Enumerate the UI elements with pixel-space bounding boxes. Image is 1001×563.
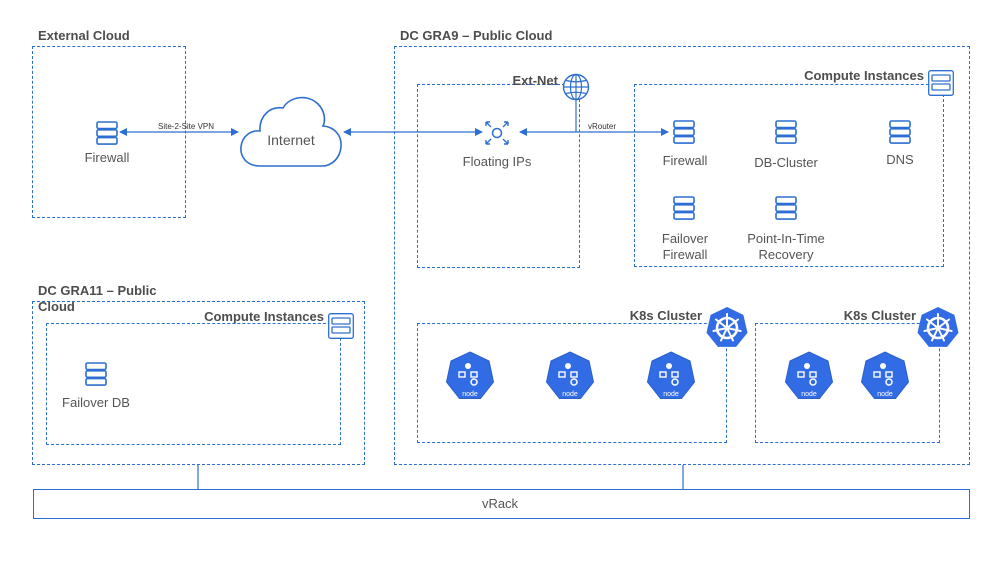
k8s-node-5: node xyxy=(860,350,910,408)
ext-net-group xyxy=(417,84,580,268)
dc-gra9-region xyxy=(394,46,970,465)
compute-instances-icon xyxy=(328,313,354,339)
pitr-label-line1: Point-In-Time xyxy=(747,231,825,246)
db-cluster-label: DB-Cluster xyxy=(754,155,818,170)
k8s-node-icon xyxy=(646,351,696,399)
vrack-label: vRack xyxy=(481,496,519,511)
compute-instances-gra9-group xyxy=(634,84,944,267)
dc-gra11-title-line1: DC GRA11 – Public xyxy=(38,283,157,298)
server-icon xyxy=(673,120,695,144)
failover-db-label: Failover DB xyxy=(62,395,130,410)
server-icon xyxy=(775,120,797,144)
external-firewall-label: Firewall xyxy=(84,150,130,165)
kubernetes-icon xyxy=(917,307,959,347)
failover-firewall-label-line2: Firewall xyxy=(662,247,708,262)
k8s-node-label: node xyxy=(663,391,679,398)
k8s-cluster-1-title: K8s Cluster xyxy=(629,308,702,323)
floating-ips-label: Floating IPs xyxy=(462,154,532,169)
k8s-cluster-2-title: K8s Cluster xyxy=(843,308,916,323)
k8s-node-4: node xyxy=(784,350,834,408)
vrack-bar xyxy=(33,489,970,519)
k8s-node-label: node xyxy=(562,391,578,398)
dc-gra11-title-line2: Cloud xyxy=(38,299,75,314)
k8s-node-2: node xyxy=(545,350,595,408)
server-icon xyxy=(96,121,118,145)
k8s-node-icon xyxy=(445,351,495,399)
k8s-node-icon xyxy=(860,351,910,399)
dc-gra9-title: DC GRA9 – Public Cloud xyxy=(400,28,553,43)
globe-icon xyxy=(562,73,590,101)
site2site-vpn-label: Site-2-Site VPN xyxy=(158,122,215,131)
server-icon xyxy=(85,362,107,386)
kubernetes-icon xyxy=(706,307,748,347)
compute-instances-gra11-group xyxy=(46,323,341,445)
compute-instances-icon xyxy=(928,70,954,96)
floating-ip-icon xyxy=(485,121,509,145)
internet-label: Internet xyxy=(267,132,315,148)
k8s-cluster-1-group xyxy=(417,323,727,443)
k8s-node-3: node xyxy=(646,350,696,408)
compute-instances-gra11-title: Compute Instances xyxy=(204,309,324,324)
external-cloud-title: External Cloud xyxy=(38,28,130,43)
failover-firewall-label-line1: Failover xyxy=(661,231,709,246)
vrouter-label: vRouter xyxy=(588,122,617,131)
firewall-label: Firewall xyxy=(662,153,708,168)
k8s-node-icon xyxy=(784,351,834,399)
pitr-label-line2: Recovery xyxy=(758,247,814,262)
k8s-cluster-2-group xyxy=(755,323,940,443)
server-icon xyxy=(673,196,695,220)
k8s-node-label: node xyxy=(801,391,817,398)
k8s-node-label: node xyxy=(462,391,478,398)
dns-label: DNS xyxy=(886,152,914,167)
ext-net-title: Ext-Net xyxy=(512,73,558,88)
k8s-node-label: node xyxy=(877,391,893,398)
server-icon xyxy=(775,196,797,220)
k8s-node-icon xyxy=(545,351,595,399)
cloud-icon xyxy=(240,96,342,167)
server-icon xyxy=(889,120,911,144)
external-cloud-region xyxy=(32,46,186,218)
compute-instances-gra9-title: Compute Instances xyxy=(804,68,924,83)
k8s-node-1: node xyxy=(445,350,495,408)
dc-gra11-region xyxy=(32,301,365,465)
